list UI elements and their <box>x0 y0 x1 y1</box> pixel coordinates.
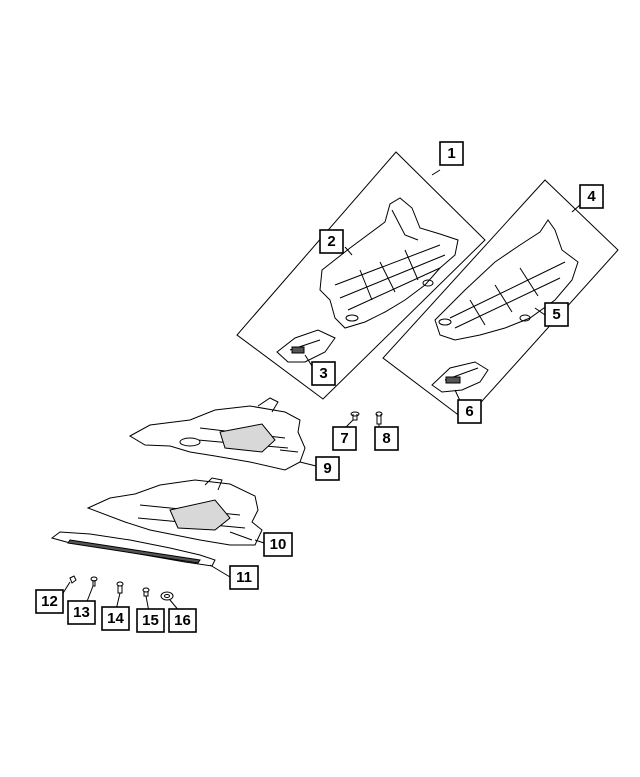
leader-11 <box>209 564 231 578</box>
fastener-part-15 <box>142 587 150 597</box>
skid-plate-front-part <box>319 197 459 329</box>
push-pin-part-7 <box>350 411 360 421</box>
callout-14-label: 14 <box>107 610 124 627</box>
fastener-part-13 <box>90 576 98 587</box>
leader-2 <box>344 246 353 256</box>
callout-5: 5 <box>544 302 569 327</box>
callout-1-label: 1 <box>447 145 455 162</box>
belly-pan-part-10 <box>86 477 263 546</box>
leader-4 <box>571 204 581 213</box>
skid-plate-rear-part <box>434 219 579 341</box>
callout-12-label: 12 <box>41 593 58 610</box>
callout-6-label: 6 <box>465 403 473 420</box>
callout-9: 9 <box>315 456 340 481</box>
fastener-part-16 <box>160 591 174 601</box>
bolt-part-8 <box>375 411 383 425</box>
fastener-part-14 <box>116 581 124 594</box>
callout-1: 1 <box>439 141 464 166</box>
callout-6: 6 <box>457 399 482 424</box>
callout-4-label: 4 <box>587 188 596 205</box>
callout-11-label: 11 <box>236 569 252 586</box>
leader-1 <box>431 169 441 176</box>
callout-5-label: 5 <box>552 306 560 323</box>
callout-7-label: 7 <box>340 430 348 447</box>
leader-9 <box>299 461 317 467</box>
bracket-part-3 <box>276 329 336 363</box>
belly-pan-part-9 <box>128 397 306 471</box>
callout-13-label: 13 <box>73 604 90 621</box>
callout-3-label: 3 <box>319 365 327 382</box>
callout-2-label: 2 <box>327 233 335 250</box>
callout-12: 12 <box>35 589 64 614</box>
callout-11: 11 <box>229 565 259 590</box>
group-frame-1 <box>236 151 486 400</box>
fastener-part-12 <box>69 575 77 584</box>
leader-10 <box>254 539 265 544</box>
callout-2: 2 <box>319 229 344 254</box>
callout-9-label: 9 <box>323 460 331 477</box>
callout-15: 15 <box>136 608 165 633</box>
callout-7: 7 <box>332 426 357 451</box>
bracket-part-6 <box>431 361 489 393</box>
callout-13: 13 <box>67 600 96 625</box>
leader-5 <box>534 307 546 316</box>
callout-4: 4 <box>579 184 604 209</box>
callout-16: 16 <box>168 608 197 633</box>
trim-strip-part-11 <box>50 531 216 567</box>
leader-3 <box>304 354 313 367</box>
callout-8: 8 <box>374 426 399 451</box>
callout-14: 14 <box>101 606 130 631</box>
callout-16-label: 16 <box>174 612 191 629</box>
callout-10-label: 10 <box>270 536 287 553</box>
callout-8-label: 8 <box>382 430 390 447</box>
callout-10: 10 <box>263 532 293 557</box>
callout-15-label: 15 <box>142 612 159 629</box>
callout-3: 3 <box>311 361 336 386</box>
